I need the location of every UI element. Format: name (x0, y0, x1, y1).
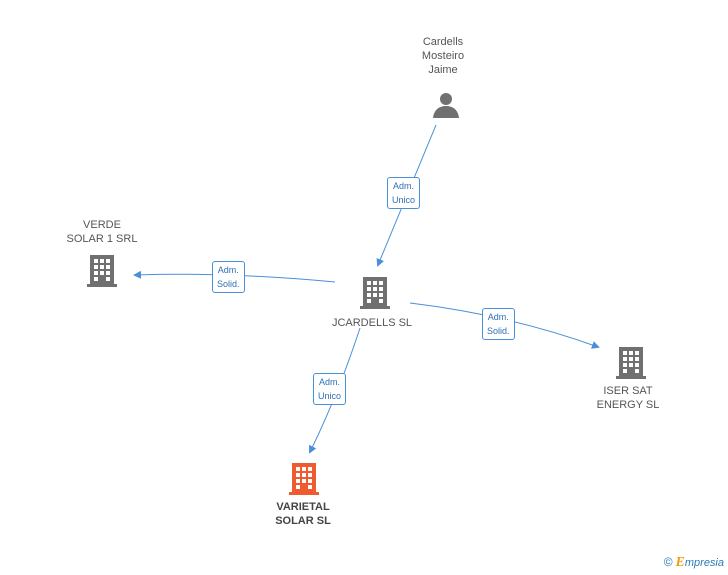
edge-label-line1: Adm. (393, 181, 415, 191)
building-icon-iser[interactable] (616, 345, 646, 379)
edge-label-person-center[interactable]: Adm. Unico (387, 177, 421, 209)
edge-label-center-verde[interactable]: Adm. Solid. (212, 261, 245, 293)
brand-rest: mpresia (684, 557, 724, 569)
edge-label-center-iser[interactable]: Adm. Solid. (482, 308, 515, 340)
iser-label: ISER SAT ENERGY SL (596, 385, 660, 411)
person-name-label: Cardells Mosteiro Jaime (421, 36, 465, 76)
building-icon-varietal[interactable] (289, 461, 319, 495)
person-icon[interactable] (431, 90, 461, 120)
edge-label-line2: Solid. (217, 279, 240, 289)
verde-label: VERDE SOLAR 1 SRL (66, 219, 138, 245)
varietal-label: VARIETAL SOLAR SL (275, 501, 331, 527)
edge-label-line1: Adm. (217, 265, 239, 275)
copyright-symbol: © (663, 555, 673, 569)
edge-label-line2: Unico (318, 391, 342, 401)
jcardells-label: JCARDELLS SL (331, 317, 413, 329)
edge-label-line2: Unico (392, 195, 416, 205)
edge-label-line1: Adm. (487, 312, 509, 322)
edge-label-line2: Solid. (487, 326, 510, 336)
empresia-logo[interactable]: ©Empresia (664, 555, 724, 571)
brand-e: E (675, 555, 685, 570)
edge-label-center-varietal[interactable]: Adm. Unico (313, 373, 347, 405)
building-icon-jcardells[interactable] (360, 275, 390, 309)
building-icon-verde[interactable] (87, 253, 117, 287)
edge-label-line1: Adm. (319, 377, 341, 387)
